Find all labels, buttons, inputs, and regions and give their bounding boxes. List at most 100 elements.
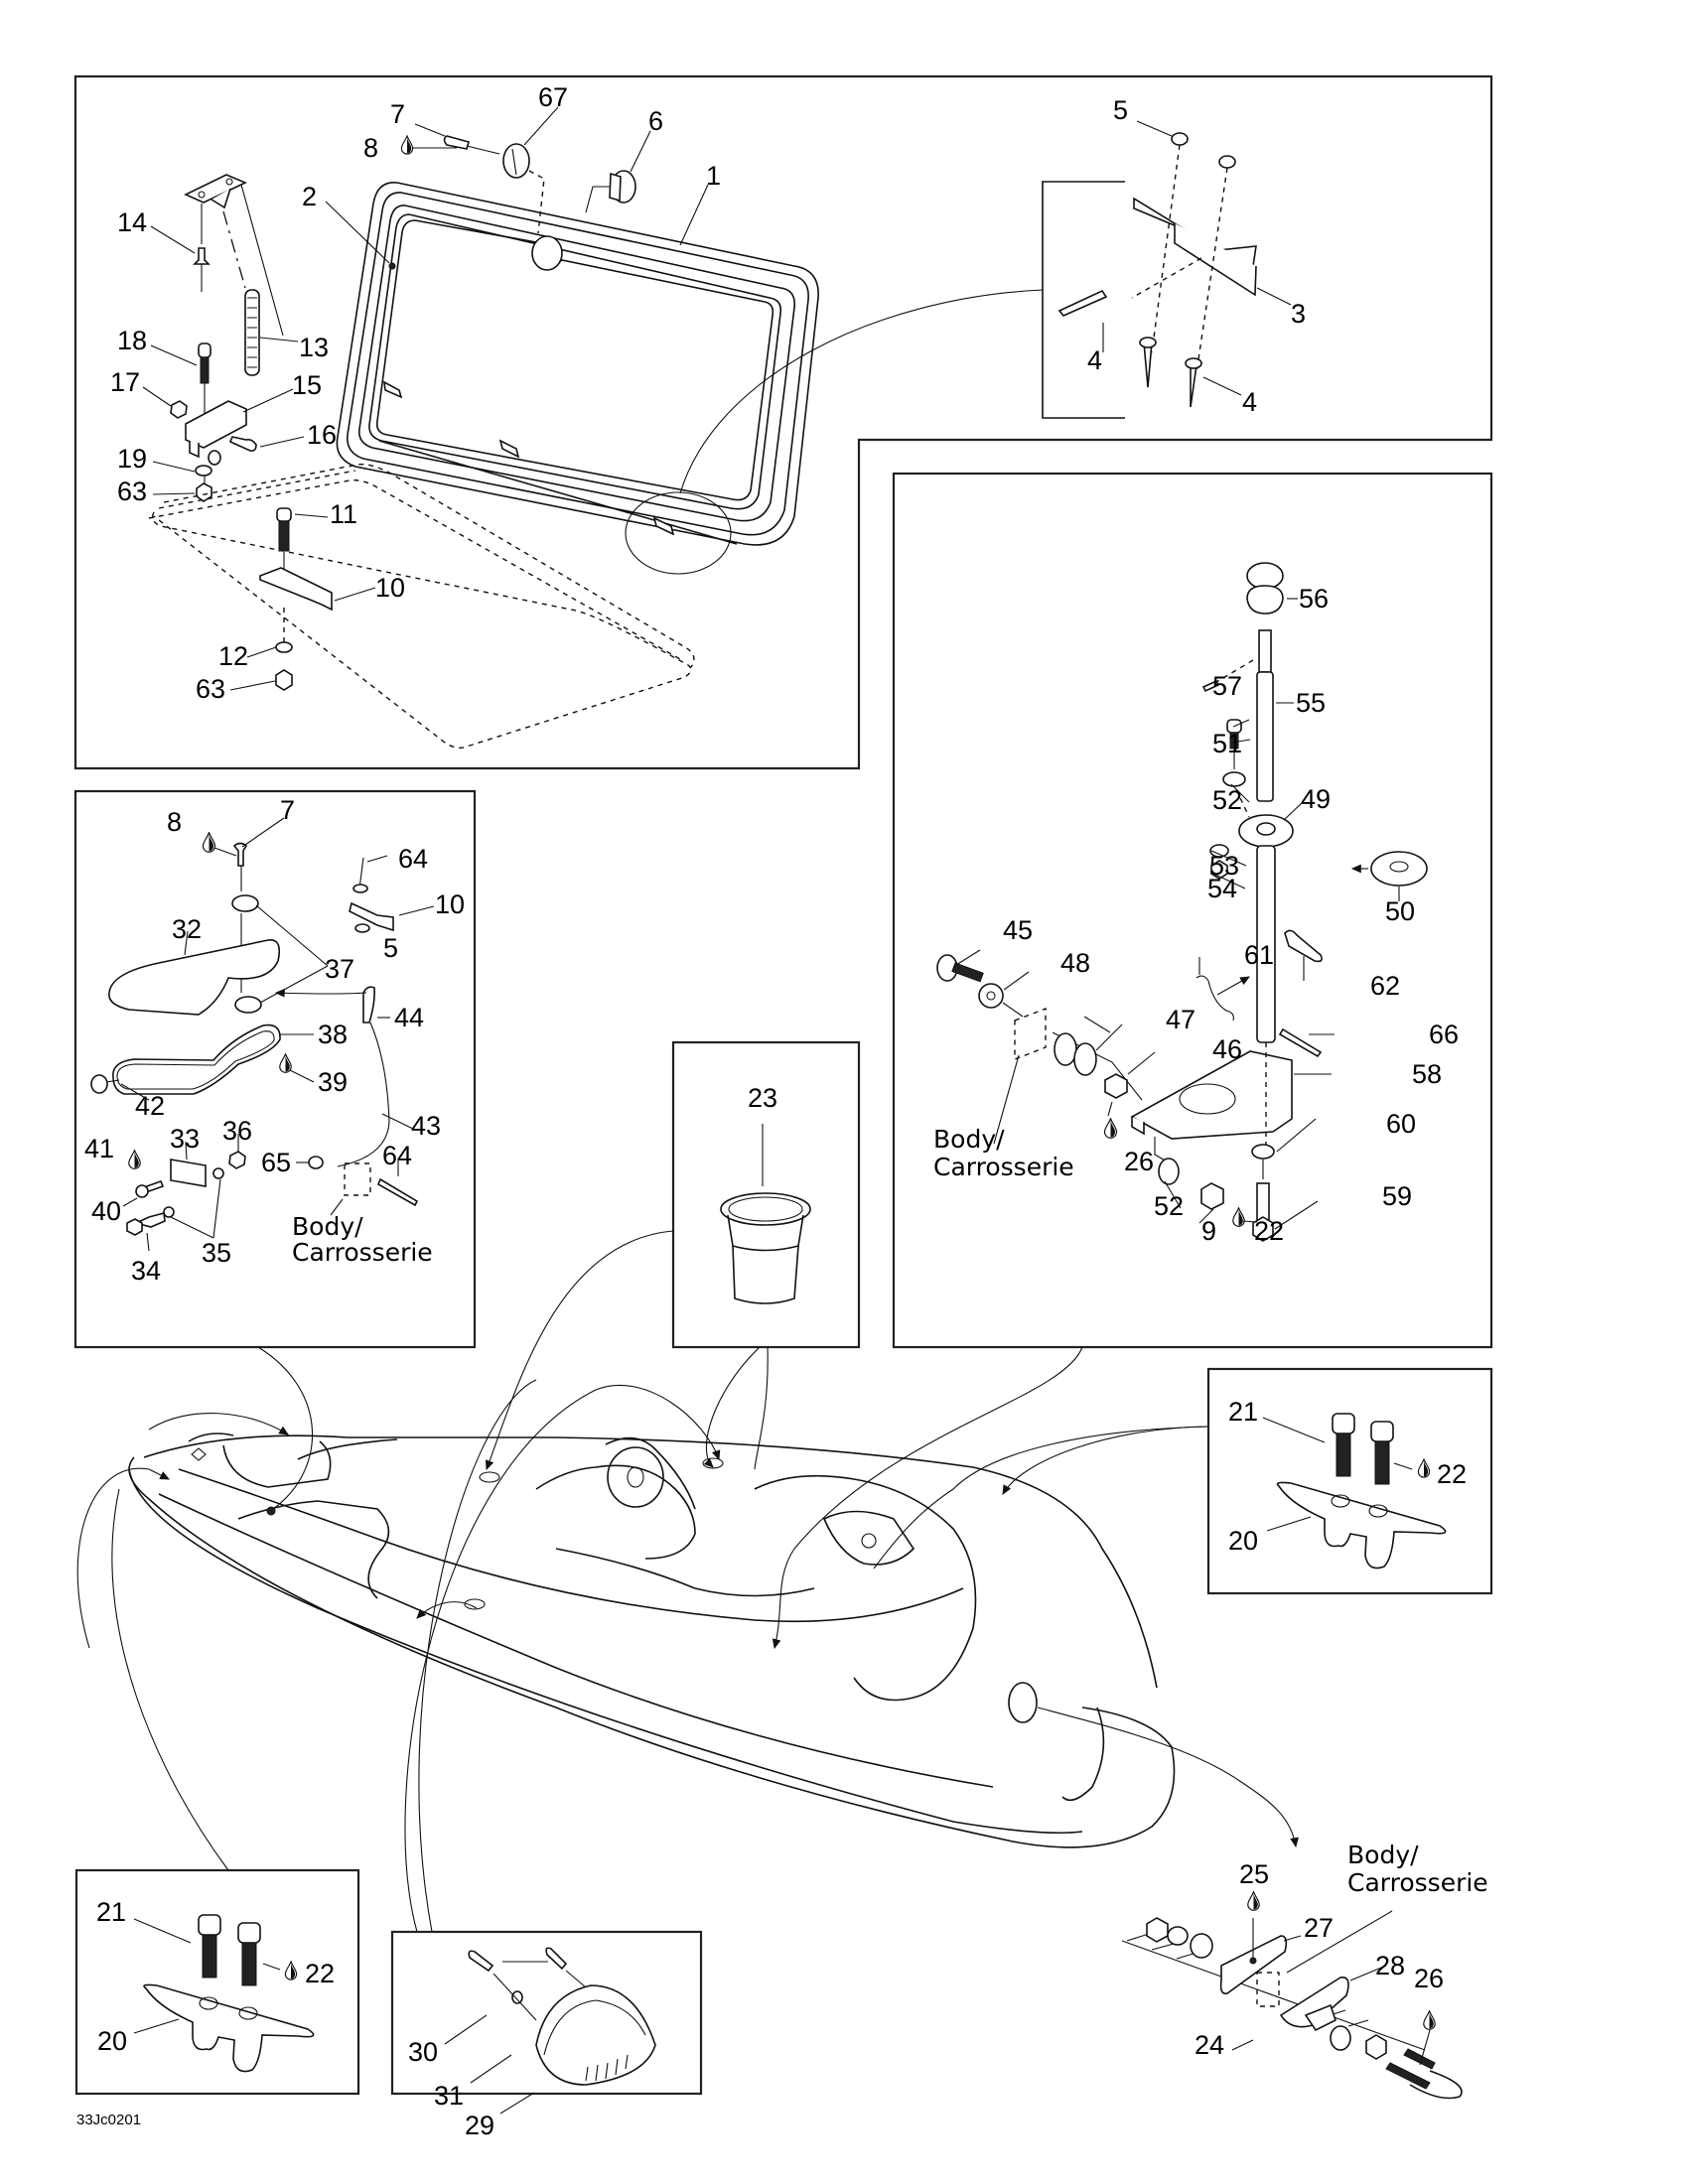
callout: 42 (135, 1091, 165, 1121)
callout: 20 (97, 2026, 127, 2056)
callout: 52 (1212, 785, 1242, 815)
sealant-drop-icon (202, 832, 216, 853)
callout: 38 (318, 1020, 348, 1049)
callout: 48 (1060, 948, 1090, 978)
callout: 51 (1212, 729, 1242, 758)
callout: 45 (1003, 915, 1033, 945)
drawing-code: 33Jc0201 (76, 2112, 141, 2128)
callout: 21 (1228, 1397, 1258, 1427)
callout: 35 (202, 1238, 231, 1268)
callout: 10 (435, 889, 465, 919)
body-label: Carrosserie (933, 1153, 1074, 1181)
callout: 27 (1304, 1913, 1334, 1943)
callout: 36 (222, 1116, 252, 1146)
callout: 13 (299, 333, 329, 362)
callout: 14 (117, 207, 147, 237)
callout: 7 (390, 99, 405, 129)
storage-tray-outline (148, 463, 695, 750)
storage-lid-frame (336, 182, 819, 546)
callout: 3 (1291, 299, 1306, 329)
lock-knob (400, 135, 636, 234)
body-label: Carrosserie (292, 1238, 433, 1267)
callout: 22 (305, 1959, 335, 1988)
panel-cup-holder: 23 (671, 1040, 861, 1349)
panel-cleat-right: 21 22 20 (1206, 1367, 1493, 1595)
callout: 63 (117, 477, 147, 506)
sealant-drop-icon (128, 1150, 141, 1169)
callout: 65 (261, 1148, 291, 1177)
callout: 62 (1370, 971, 1400, 1001)
panel-frame (73, 789, 477, 1349)
callout: 40 (91, 1196, 121, 1226)
sealant-drop-icon (1103, 1118, 1118, 1139)
callout: 64 (382, 1141, 412, 1170)
callout: 19 (117, 444, 147, 474)
lid-latches (383, 289, 1044, 575)
sealant-drop-icon (400, 135, 414, 155)
callout: 17 (110, 367, 140, 397)
callout: 23 (748, 1083, 777, 1113)
panel-frame (892, 472, 1493, 1349)
glove-box-leaders (120, 817, 435, 1252)
callout: 58 (1412, 1059, 1442, 1089)
callout: 54 (1207, 874, 1237, 903)
shaft-assembly-leaders (955, 598, 1400, 1230)
shaft-assembly-callouts: 56 57 55 51 52 49 53 54 50 45 48 61 62 4… (933, 584, 1459, 1246)
callout: 52 (1154, 1191, 1184, 1221)
sealant-drop-icon (1423, 2010, 1436, 2030)
cup-holder-part (720, 1192, 811, 1226)
callout: 56 (1299, 584, 1329, 614)
callout: 64 (398, 844, 428, 874)
callout: 9 (1201, 1216, 1216, 1246)
panel-glove-box: 8 7 64 10 5 32 37 44 38 39 42 43 33 36 4… (73, 789, 477, 1349)
callout: 5 (1113, 95, 1128, 125)
panel-storage-lid: 1 2 3 4 4 5 6 7 8 67 10 11 12 13 14 15 1… (73, 74, 1493, 770)
glove-box-callouts: 8 7 64 10 5 32 37 44 38 39 42 43 33 36 4… (84, 795, 465, 1286)
callout: 7 (280, 795, 295, 825)
callout: 4 (1087, 345, 1102, 375)
callout: 2 (302, 182, 317, 211)
callout: 46 (1212, 1034, 1242, 1064)
callout: 32 (172, 914, 202, 944)
callout: 24 (1195, 2030, 1224, 2060)
tray-bracket-hardware (259, 507, 333, 691)
callout: 4 (1242, 387, 1257, 417)
callout: 57 (1212, 671, 1242, 701)
callout: 47 (1166, 1005, 1196, 1034)
callout: 39 (318, 1067, 348, 1097)
callout: 1 (706, 161, 721, 191)
callout: 20 (1228, 1526, 1258, 1556)
bracket-detail (1042, 132, 1257, 419)
panel-light: 30 31 29 (390, 1930, 703, 2140)
callout: 66 (1429, 1020, 1459, 1049)
boat-hull-illustration (128, 1433, 1176, 1848)
callout: 8 (167, 807, 182, 837)
storage-lid-leaders (142, 106, 1292, 691)
callout: 8 (363, 133, 378, 163)
callout: 63 (196, 674, 225, 704)
callout: 53 (1209, 851, 1239, 881)
callout: 41 (84, 1134, 114, 1163)
panel-frame (73, 74, 1493, 770)
callout: 18 (117, 326, 147, 355)
connector-lines (76, 1230, 1299, 1933)
body-label: Carrosserie (1347, 1868, 1488, 1897)
tow-eye-assembly: 25 27 28 26 24 Body/ Carrosserie (1121, 1841, 1488, 2100)
callout: 55 (1296, 688, 1326, 718)
callout: 28 (1375, 1951, 1405, 1980)
callout: 5 (383, 933, 398, 963)
panel-frame (390, 1930, 703, 2096)
callout: 10 (375, 573, 405, 603)
sealant-drop-icon (284, 1961, 298, 1980)
callout: 15 (292, 370, 322, 400)
callout: 59 (1382, 1181, 1412, 1211)
callout: 12 (218, 641, 248, 671)
panel-frame (1206, 1367, 1493, 1595)
detail-circle (625, 491, 732, 575)
callout: 26 (1414, 1964, 1444, 1993)
callout: 31 (434, 2081, 464, 2111)
panel-frame (671, 1040, 861, 1349)
callout: 25 (1239, 1859, 1269, 1889)
callout: 26 (1124, 1147, 1154, 1176)
